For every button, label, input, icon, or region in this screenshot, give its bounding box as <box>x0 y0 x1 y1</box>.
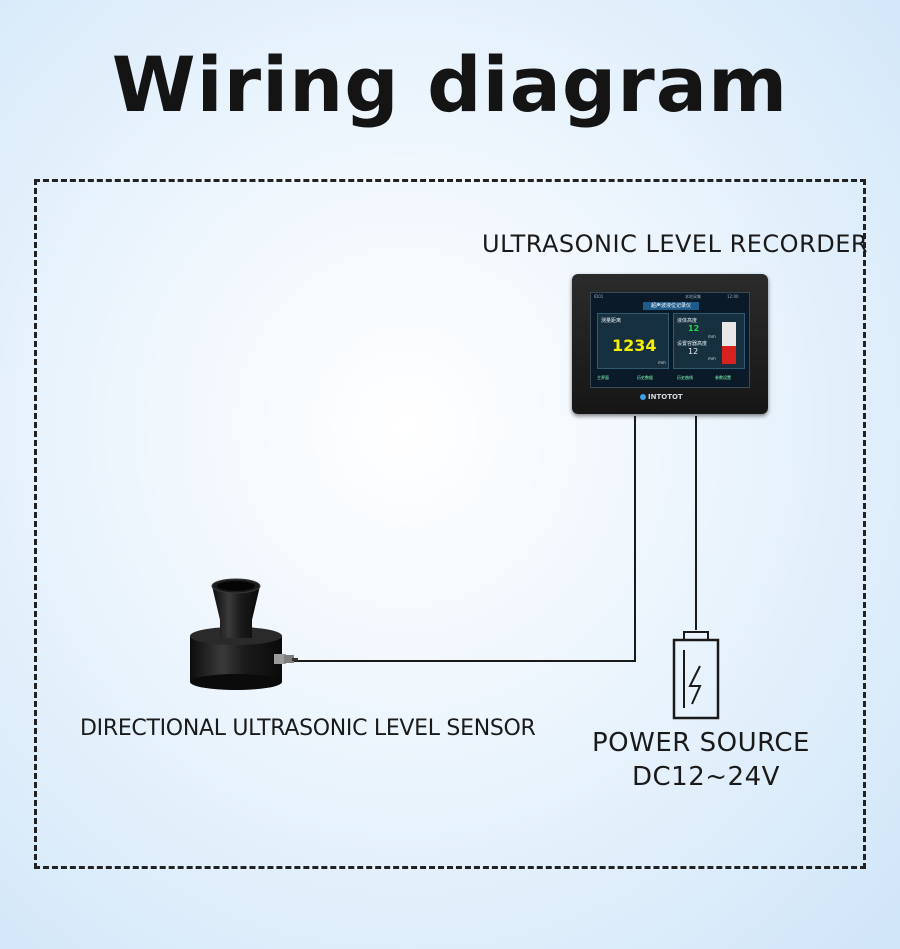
screen-tabs: 主界面 历史数据 历史曲线 参数设置 <box>595 373 747 383</box>
diagram-frame <box>34 179 866 869</box>
height-value: 12 <box>688 347 699 356</box>
distance-unit: mm <box>658 360 666 365</box>
level-unit: mm <box>708 334 716 339</box>
brand-name: INTOTOT <box>648 393 683 401</box>
brand-logo-icon <box>640 394 646 400</box>
height-unit: mm <box>708 356 716 361</box>
tank-fill <box>722 345 736 364</box>
tab-settings: 参数设置 <box>715 375 731 380</box>
recorder-label: ULTRASONIC LEVEL RECORDER <box>482 230 869 258</box>
screen-header-left: ID01 <box>594 294 604 299</box>
height-label: 设置容器高度 <box>677 341 708 347</box>
level-recorder-device: ID01 本地采集 12:00 超声波液位记录仪 测量距离 1234 mm 液体… <box>572 274 768 414</box>
distance-panel: 测量距离 1234 mm <box>597 313 669 369</box>
ultrasonic-sensor-icon <box>190 578 298 690</box>
level-panel: 液体高度 12 mm 设置容器高度 12 mm <box>673 313 745 369</box>
screen-header-mid: 本地采集 <box>685 294 701 299</box>
tank-gauge <box>722 322 736 364</box>
page-title: Wiring diagram <box>111 40 789 129</box>
distance-label: 测量距离 <box>601 318 622 324</box>
sensor-cable <box>294 416 636 662</box>
distance-value: 1234 <box>612 336 657 355</box>
recorder-screen: ID01 本地采集 12:00 超声波液位记录仪 测量距离 1234 mm 液体… <box>590 292 750 388</box>
tab-main: 主界面 <box>597 375 609 380</box>
tab-history-data: 历史数据 <box>637 375 653 380</box>
screen-title: 超声波液位记录仪 <box>643 302 699 310</box>
power-source-label: POWER SOURCE <box>592 728 810 758</box>
sensor-label: DIRECTIONAL ULTRASONIC LEVEL SENSOR <box>80 716 536 741</box>
screen-header: ID01 本地采集 12:00 <box>591 293 749 300</box>
level-value: 12 <box>688 324 700 333</box>
voltage-label: DC12~24V <box>632 762 780 792</box>
level-label: 液体高度 <box>677 318 698 324</box>
tab-history-curve: 历史曲线 <box>677 375 693 380</box>
screen-header-right: 12:00 <box>727 294 739 299</box>
battery-icon <box>672 631 720 720</box>
